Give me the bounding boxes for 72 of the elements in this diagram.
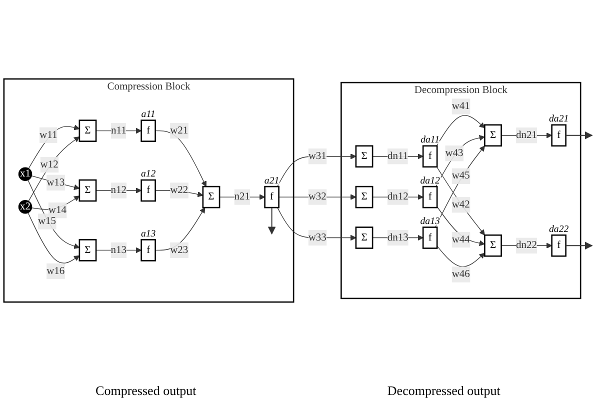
edge-label: w21	[170, 124, 188, 136]
node-box: f	[422, 186, 438, 208]
activation-label: a12	[140, 168, 156, 180]
arrow	[154, 130, 206, 187]
edge-label: w22	[170, 184, 188, 196]
edge-label: w32	[308, 191, 326, 202]
node-box: f	[264, 186, 280, 208]
node-circle: x2	[18, 200, 32, 214]
edge-label: w46	[452, 268, 470, 280]
edge-label: n21	[234, 191, 250, 202]
arrow	[436, 166, 485, 236]
edge-label: n13	[110, 244, 127, 256]
node-circle: x1	[18, 167, 32, 181]
arrow	[436, 115, 485, 146]
activation-label: da11	[420, 134, 440, 146]
node-box: f	[140, 179, 156, 202]
activation-label: da22	[549, 224, 569, 235]
activation-label: a13	[140, 228, 156, 240]
edge-label: dn11	[388, 150, 408, 162]
edge-label: w43	[445, 147, 464, 159]
edge-label: w45	[452, 170, 470, 182]
node-box: f	[422, 226, 438, 249]
activation-label: a21	[264, 175, 280, 186]
output-arrow	[268, 207, 276, 235]
edge-label: w15	[38, 216, 56, 227]
node-box: Σ	[484, 124, 502, 147]
node-box: Σ	[78, 239, 97, 262]
arrow	[436, 206, 485, 246]
node-box: f	[140, 239, 156, 262]
edge-label: w33	[308, 232, 326, 243]
node-box: f	[422, 145, 438, 168]
arrow	[28, 212, 80, 264]
activation-label: a11	[141, 109, 156, 120]
activation-label: da21	[549, 114, 569, 125]
arrow	[154, 207, 206, 251]
edge-label: dn13	[387, 232, 408, 243]
edge-label: n12	[110, 184, 127, 196]
node-box: f	[551, 124, 566, 147]
edge-label: w23	[170, 244, 188, 256]
output-caption: Decompressed output	[387, 383, 500, 399]
node-box: Σ	[355, 145, 374, 168]
node-box: f	[140, 120, 156, 142]
output-arrow	[565, 242, 593, 250]
edge-label: dn21	[516, 129, 538, 141]
node-box: Σ	[78, 179, 97, 202]
edge-label: w41	[452, 100, 470, 112]
node-box: Σ	[355, 226, 374, 249]
node-box: Σ	[355, 186, 374, 208]
arrow	[436, 246, 485, 268]
edge-label: w42	[452, 199, 470, 210]
edge-label: n11	[111, 124, 126, 136]
arrow	[28, 124, 80, 169]
arrow	[31, 176, 80, 190]
output-caption: Compressed output	[96, 383, 196, 399]
edge-label: w11	[40, 129, 58, 140]
arrow	[435, 146, 485, 228]
arrow	[28, 136, 80, 202]
arrow	[96, 128, 142, 134]
node-box: f	[551, 234, 566, 257]
edge-label: w44	[452, 234, 470, 245]
edge-label: w16	[46, 265, 65, 276]
edge-label: w31	[308, 150, 326, 162]
node-box: Σ	[78, 120, 97, 142]
edge-label: w13	[46, 176, 65, 188]
node-box: Σ	[484, 234, 502, 257]
arrow	[436, 135, 485, 187]
edge-label: dn22	[516, 240, 538, 251]
edge-label: w14	[48, 204, 66, 216]
edge-label: w12	[40, 158, 58, 170]
output-arrow	[565, 131, 593, 140]
node-box: Σ	[202, 186, 220, 208]
edge-label: dn12	[387, 191, 408, 202]
